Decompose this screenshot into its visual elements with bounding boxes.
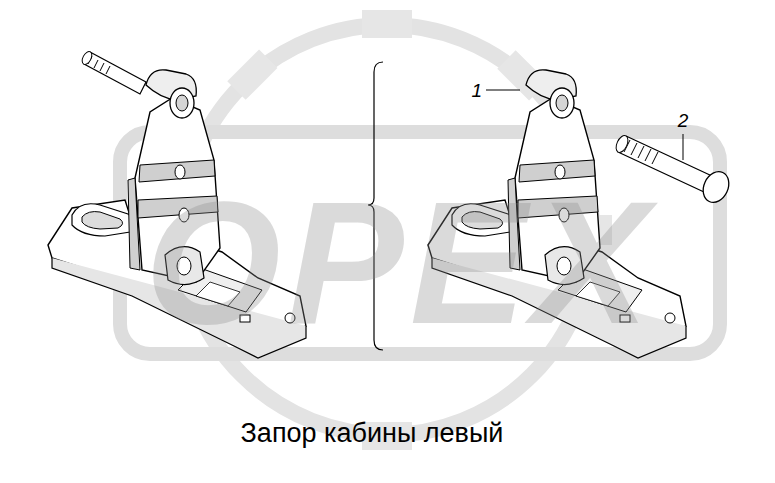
pin-installed — [80, 50, 146, 94]
callout-number: 2 — [678, 111, 689, 130]
callout-number: 1 — [471, 81, 482, 100]
leader-line — [683, 134, 684, 160]
caption: Запор кабины левый — [241, 420, 504, 447]
leader-line — [486, 90, 520, 91]
watermark: OPEX — [145, 175, 655, 350]
